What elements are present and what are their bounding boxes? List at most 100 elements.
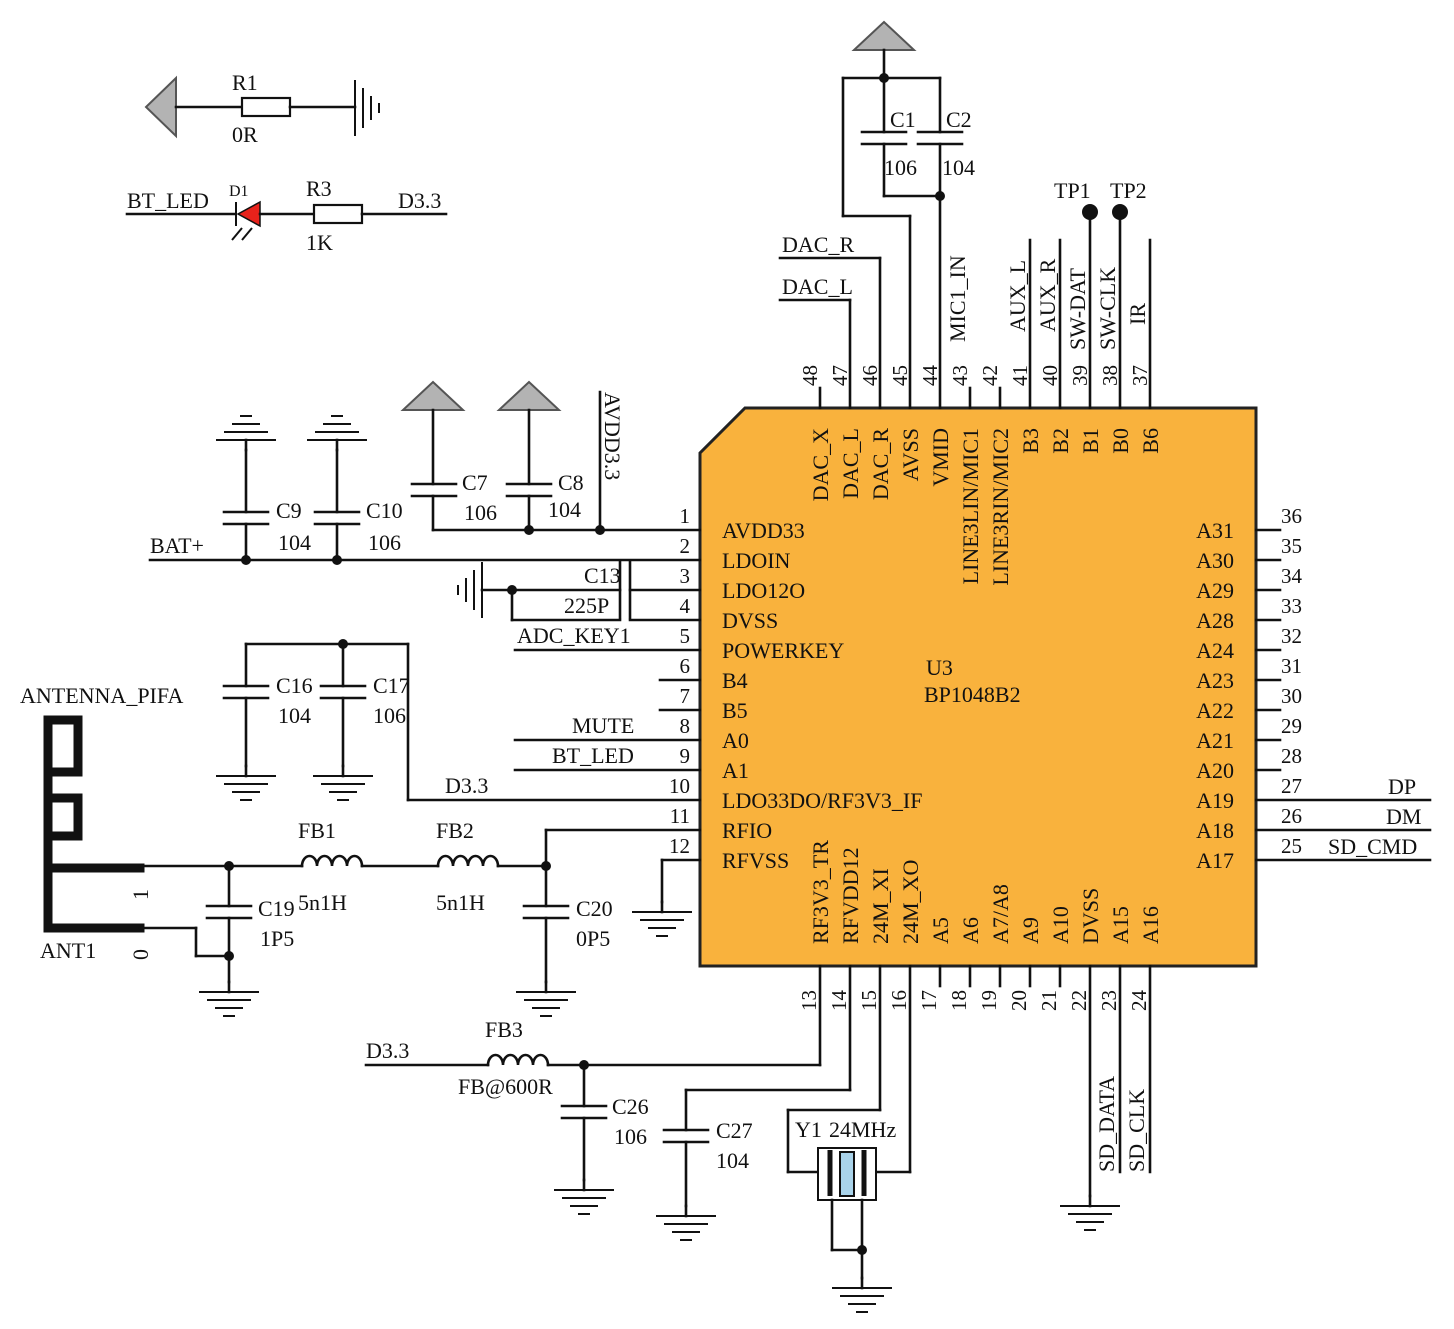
pin-top-name-43: LINE3LIN/MIC1 — [958, 428, 983, 584]
pin-bottom-name-19: A7/A8 — [988, 884, 1013, 944]
c7-ref: C7 — [462, 470, 488, 495]
c26-value: 106 — [614, 1124, 647, 1149]
pin-bottom-num-19: 19 — [977, 990, 1001, 1011]
pin-right-name-29: A21 — [1196, 728, 1234, 753]
net-dac-l: DAC_L — [782, 274, 853, 299]
pin-bottom-name-18: A6 — [958, 917, 983, 944]
pin-left-name-3: LDO12O — [722, 578, 805, 603]
pin-top-num-38: 38 — [1098, 365, 1122, 386]
chip-part: BP1048B2 — [924, 682, 1021, 707]
antenna-pin1: 1 — [128, 889, 153, 900]
pin-top-name-38: B0 — [1108, 428, 1133, 454]
pin-right-name-31: A23 — [1196, 668, 1234, 693]
pin-top-name-48: DAC_X — [808, 428, 833, 501]
y1-value: 24MHz — [829, 1117, 896, 1142]
c19-value: 1P5 — [260, 926, 294, 951]
pin-bottom-name-23: A15 — [1108, 906, 1133, 944]
net-d33-bottom: D3.3 — [366, 1038, 409, 1063]
net-bat: BAT+ — [150, 533, 204, 558]
c13-value: 225P — [564, 593, 609, 618]
pin-left-name-10: LDO33DO/RF3V3_IF — [722, 788, 922, 813]
chip-pins: 1AVDD332LDOIN3LDO12O4DVSS5POWERKEY6B47B5… — [669, 365, 1303, 1012]
r1-value: 0R — [232, 122, 258, 147]
net-aux-l: AUX_L — [1005, 260, 1030, 332]
r1-ref: R1 — [232, 70, 258, 95]
pin-bottom-name-22: DVSS — [1078, 888, 1103, 944]
r1-ground-icon — [354, 80, 380, 136]
r1-power-triangle — [144, 75, 177, 139]
c19-ref: C19 — [258, 896, 295, 921]
c2-ref: C2 — [946, 107, 972, 132]
pin-left-name-2: LDOIN — [722, 548, 791, 573]
pin-top-num-48: 48 — [798, 365, 822, 386]
net-mic1-in: MIC1_IN — [945, 255, 970, 342]
pin-left-num-5: 5 — [680, 624, 691, 648]
net-dm: DM — [1386, 804, 1421, 829]
antenna-pifa-icon — [43, 715, 145, 933]
c27-ref: C27 — [716, 1118, 753, 1143]
pin-bottom-name-20: A9 — [1018, 917, 1043, 944]
fb2-value: 5n1H — [436, 890, 485, 915]
net-avdd: AVDD3.3 — [600, 392, 625, 480]
antenna-pin0: 0 — [128, 949, 153, 960]
pin-top-num-47: 47 — [828, 365, 852, 386]
pin-bottom-num-20: 20 — [1007, 990, 1031, 1011]
d1-ref: D1 — [229, 183, 249, 200]
net-sd-clk: SD_CLK — [1124, 1089, 1149, 1172]
net-sw-clk: SW-CLK — [1095, 267, 1120, 350]
c8-ref: C8 — [558, 470, 584, 495]
pin-left-name-9: A1 — [722, 758, 749, 783]
pin-bottom-num-15: 15 — [857, 990, 881, 1011]
c17-value: 106 — [373, 703, 406, 728]
pin-top-num-39: 39 — [1068, 365, 1092, 386]
y1-ref: Y1 — [795, 1117, 822, 1142]
pin-bottom-name-24: A16 — [1138, 906, 1163, 944]
antenna-ref: ANT1 — [40, 938, 96, 963]
pin-left-name-7: B5 — [722, 698, 748, 723]
pin-bottom-name-17: A5 — [928, 917, 953, 944]
pin-bottom-name-14: RFVDD12 — [838, 847, 863, 944]
c9-ref: C9 — [276, 498, 302, 523]
pin-top-num-46: 46 — [858, 365, 882, 386]
pin-bottom-num-13: 13 — [797, 990, 821, 1011]
c7-value: 106 — [464, 500, 497, 525]
pin-left-name-8: A0 — [722, 728, 749, 753]
c2-value: 104 — [942, 155, 975, 180]
net-bt-led: BT_LED — [552, 743, 634, 768]
net-mute: MUTE — [572, 713, 634, 738]
tp1-label: TP1 — [1054, 178, 1091, 203]
pin-right-num-26: 26 — [1281, 804, 1302, 828]
pin-right-name-35: A30 — [1196, 548, 1234, 573]
pin-top-name-39: B1 — [1078, 428, 1103, 454]
pin-right-num-31: 31 — [1281, 654, 1302, 678]
pin-right-num-29: 29 — [1281, 714, 1302, 738]
net-dp: DP — [1388, 774, 1416, 799]
pin-left-name-4: DVSS — [722, 608, 778, 633]
pin-top-num-43: 43 — [948, 365, 972, 386]
pin-right-name-32: A24 — [1196, 638, 1234, 663]
pin-left-num-1: 1 — [680, 504, 691, 528]
pin-left-num-9: 9 — [680, 744, 691, 768]
pin-left-num-6: 6 — [680, 654, 691, 678]
pin-left-num-2: 2 — [680, 534, 691, 558]
pin-left-name-11: RFIO — [722, 818, 772, 843]
c1-value: 106 — [884, 155, 917, 180]
c20-value: 0P5 — [576, 926, 610, 951]
c1-ref: C1 — [890, 107, 916, 132]
y1-crystal-icon — [817, 1147, 877, 1201]
pin-right-num-35: 35 — [1281, 534, 1302, 558]
pin-left-num-3: 3 — [680, 564, 691, 588]
c16-ref: C16 — [276, 673, 313, 698]
c26-ref: C26 — [612, 1094, 649, 1119]
pin-bottom-name-21: A10 — [1048, 906, 1073, 944]
pin-top-num-41: 41 — [1008, 365, 1032, 386]
pin-top-name-45: AVSS — [898, 428, 923, 481]
pin-bottom-num-14: 14 — [827, 990, 851, 1012]
pin-bottom-num-16: 16 — [887, 990, 911, 1011]
pin-bottom-name-13: RF3V3_TR — [808, 840, 833, 944]
pin-bottom-num-22: 22 — [1067, 990, 1091, 1011]
pin-right-name-30: A22 — [1196, 698, 1234, 723]
pin-left-name-5: POWERKEY — [722, 638, 844, 663]
fb1-value: 5n1H — [298, 890, 347, 915]
